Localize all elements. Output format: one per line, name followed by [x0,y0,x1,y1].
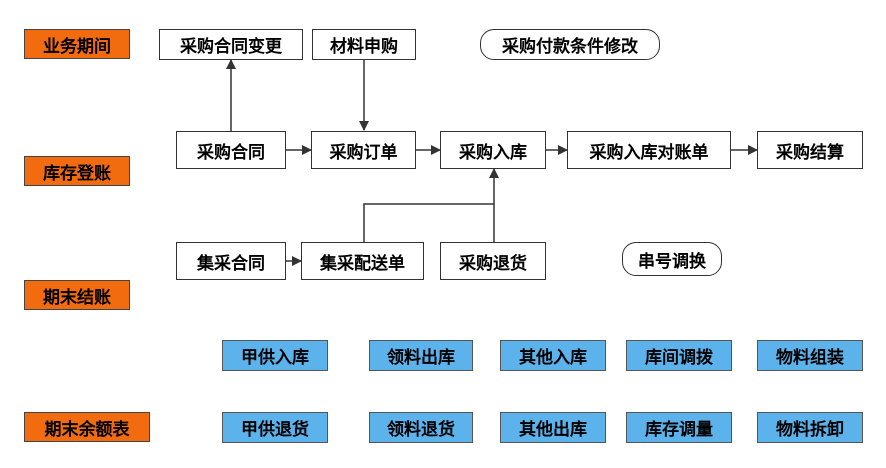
op-material-disassembly[interactable]: 物料拆卸 [757,412,863,443]
op-party-a-return[interactable]: 甲供退货 [222,412,328,443]
node-payment-terms-edit[interactable]: 采购付款条件修改 [480,29,660,60]
node-purchase-order[interactable]: 采购订单 [311,131,416,169]
label-business-period: 业务期间 [24,29,130,59]
label-period-balance: 期末余额表 [24,412,150,442]
op-stock-adjust[interactable]: 库存调量 [626,412,732,443]
node-central-delivery[interactable]: 集采配送单 [301,242,424,280]
op-party-a-inbound[interactable]: 甲供入库 [222,340,328,371]
node-purchase-contract[interactable]: 采购合同 [176,131,286,169]
op-warehouse-transfer[interactable]: 库间调拨 [626,340,732,371]
label-stock-posting: 库存登账 [24,156,130,186]
node-purchase-inbound[interactable]: 采购入库 [440,131,546,169]
connector-delivery-to-inbound [363,203,494,242]
node-purchase-settlement[interactable]: 采购结算 [757,131,863,169]
node-purchase-return[interactable]: 采购退货 [440,242,546,280]
node-central-contract[interactable]: 集采合同 [176,242,286,280]
op-material-return[interactable]: 领料退货 [369,412,473,443]
node-serial-swap[interactable]: 串号调换 [622,242,722,276]
op-material-issue[interactable]: 领料出库 [369,340,473,371]
op-material-assembly[interactable]: 物料组装 [757,340,863,371]
op-other-outbound[interactable]: 其他出库 [500,412,606,443]
node-material-request[interactable]: 材料申购 [312,29,416,60]
op-other-inbound[interactable]: 其他入库 [500,340,606,371]
label-period-closing: 期末结账 [24,280,130,310]
node-inbound-reconcile[interactable]: 采购入库对账单 [567,131,731,169]
node-contract-change[interactable]: 采购合同变更 [159,29,303,60]
